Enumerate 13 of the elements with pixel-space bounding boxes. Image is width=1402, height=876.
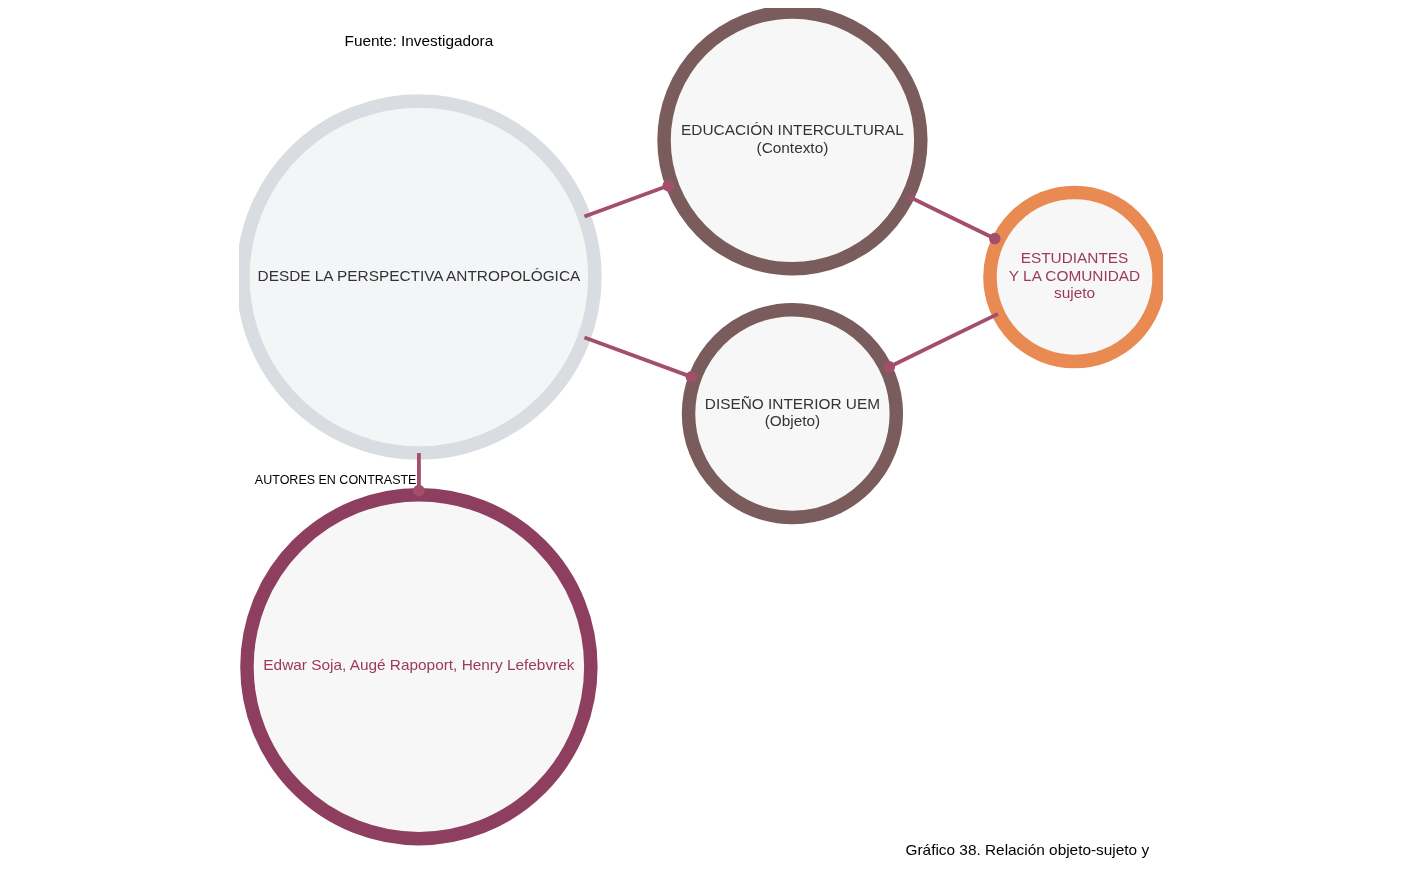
connector: [583, 179, 675, 219]
edge-label: AUTORES EN CONTRASTE: [254, 472, 417, 487]
node-circle: EDUCACIÓN INTERCULTURAL (Contexto): [657, 8, 928, 276]
node-circle: Edwar Soja, Augé Rapoport, Henry Lefebvrek: [240, 488, 598, 846]
caption: Gráfico 38. Relación objeto-sujeto y: [905, 840, 1150, 858]
connector: [583, 335, 698, 383]
node-circle: ESTUDIANTES Y LA COMUNIDAD sujeto: [983, 185, 1163, 369]
node-circle: DESDE LA PERSPECTIVA ANTROPOLÓGICA: [239, 94, 602, 460]
connector: [883, 312, 999, 373]
connector: [413, 453, 425, 497]
connector: [907, 194, 1001, 245]
node-circle: DISEÑO INTERIOR UEM (Objeto): [681, 303, 904, 525]
label: Fuente: Investigadora: [344, 31, 494, 49]
